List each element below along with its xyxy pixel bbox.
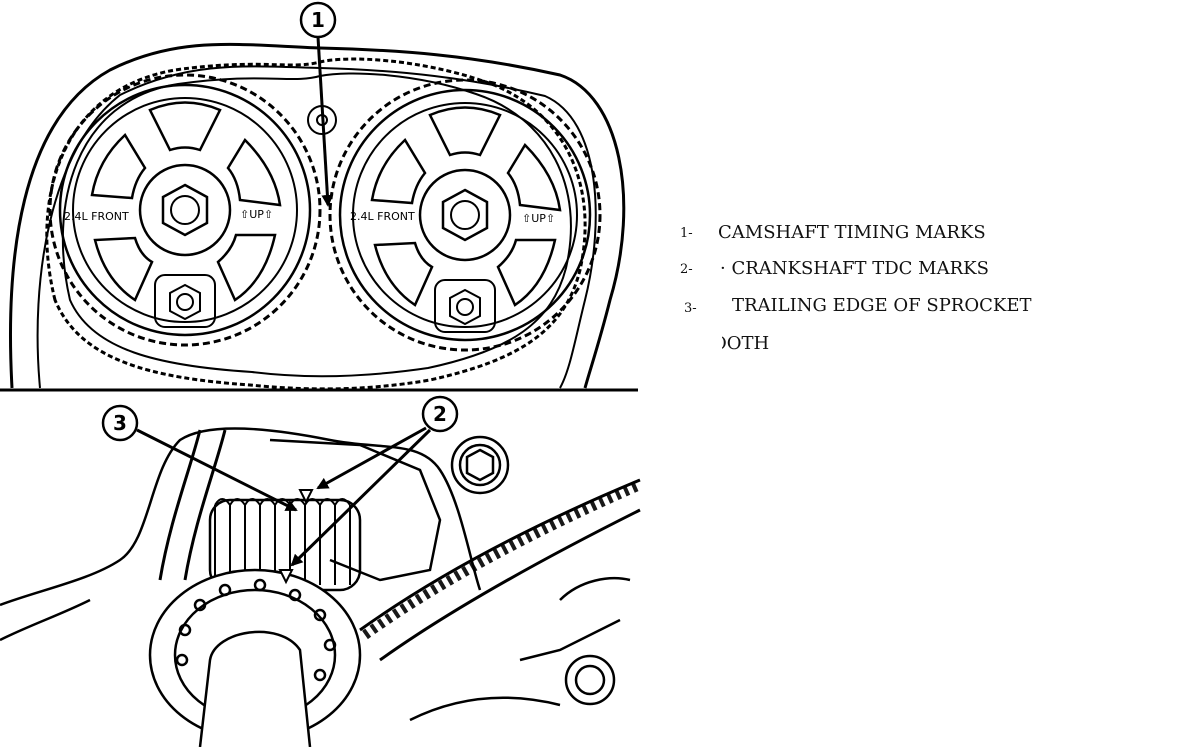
svg-text:3: 3 bbox=[113, 411, 127, 435]
callout-1: 1 bbox=[299, 1, 337, 207]
left-sprocket-label: 2.4L FRONT bbox=[64, 210, 129, 223]
legend-number: 2- bbox=[680, 262, 693, 277]
legend-number: 1- bbox=[680, 226, 693, 241]
left-cam-sprocket bbox=[48, 73, 322, 347]
legend-item-2: 2- · CRANKSHAFT TDC MARKS bbox=[680, 258, 1080, 284]
belt-cover-outline bbox=[9, 42, 626, 389]
legend-text: TRAILING EDGE OF SPROCKET bbox=[732, 295, 1032, 316]
legend-number: 3- bbox=[684, 301, 697, 316]
top-panel bbox=[9, 42, 626, 391]
legend-text: · CRANKSHAFT TDC MARKS bbox=[720, 258, 989, 279]
bottom-panel bbox=[0, 427, 642, 747]
left-sprocket-up: ⇧UP⇧ bbox=[240, 208, 273, 221]
callout-2: 2 bbox=[290, 395, 459, 567]
callout-3: 3 bbox=[101, 404, 298, 512]
timing-belt-lower bbox=[359, 478, 641, 632]
legend-item-3-continued: OOTH bbox=[712, 333, 912, 359]
timing-belt-top bbox=[45, 57, 587, 391]
svg-text:1: 1 bbox=[311, 8, 325, 32]
legend-text: OOTH bbox=[712, 333, 770, 354]
legend-item-3: 3- TRAILING EDGE OF SPROCKET bbox=[684, 295, 1084, 321]
right-sprocket-up: ⇧UP⇧ bbox=[522, 212, 555, 225]
crank-pulley bbox=[148, 568, 362, 747]
svg-text:2: 2 bbox=[433, 402, 447, 426]
right-cam-sprocket bbox=[328, 78, 602, 352]
legend-text: CAMSHAFT TIMING MARKS bbox=[718, 222, 986, 243]
right-sprocket-label: 2.4L FRONT bbox=[350, 210, 415, 223]
block-bolt bbox=[450, 435, 510, 495]
legend-item-1: 1- CAMSHAFT TIMING MARKS bbox=[680, 222, 1080, 248]
